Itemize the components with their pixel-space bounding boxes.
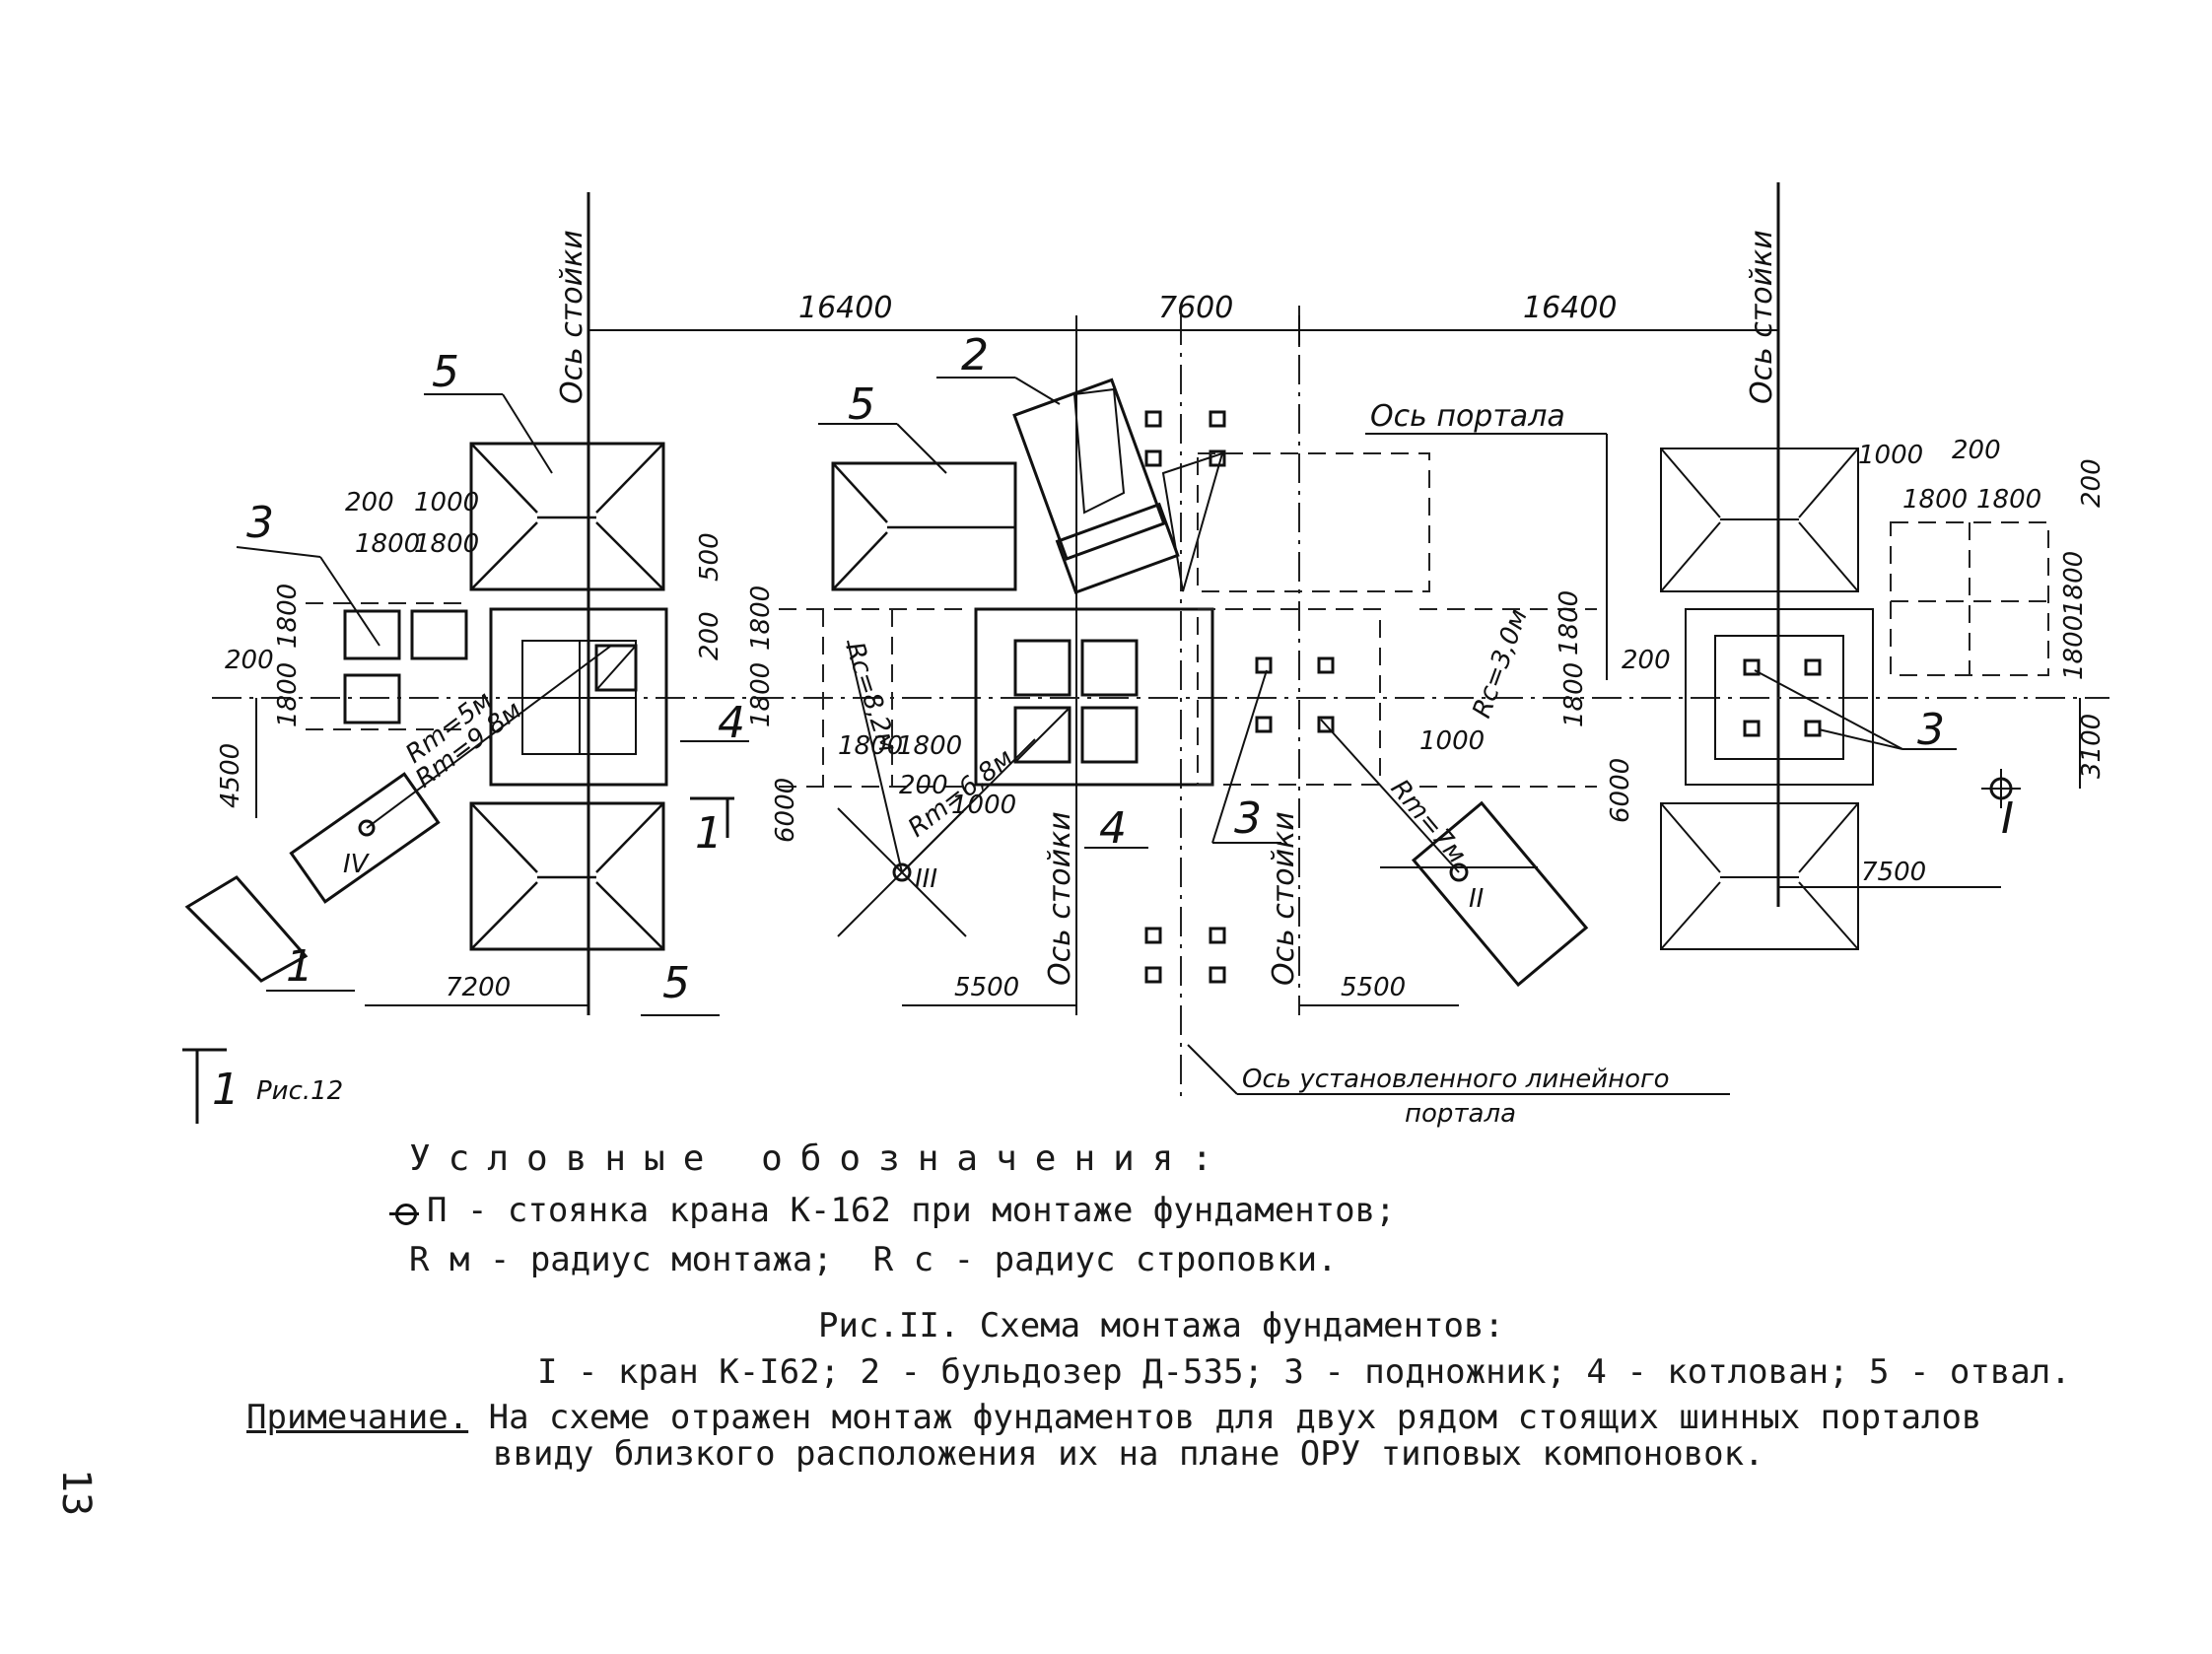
note-line2: ввиду близкого расположения их на плане … xyxy=(493,1434,1764,1474)
dim-200-b: 200 xyxy=(225,646,274,675)
bulldozer xyxy=(1012,378,1224,594)
dim-1800-l: 1800 xyxy=(1976,485,2041,515)
axis-installed-label-1: Ось установленного линейного xyxy=(1242,1065,1670,1094)
dim-1800-j: 1800 xyxy=(1559,662,1589,727)
axis-portal-label: Ось портала xyxy=(1370,399,1565,434)
legend-radius: R м - радиус монтажа; R с - радиус строп… xyxy=(409,1240,1338,1279)
dim-1800-d: 1800 xyxy=(273,662,303,727)
footings-mid-left xyxy=(779,608,971,788)
dim-200-e: 200 xyxy=(1622,646,1671,675)
spoil-bottom-left xyxy=(469,801,665,951)
axis-post-mid1-label: Ось стойки xyxy=(1043,811,1077,986)
dim-1800-n: 1800 xyxy=(2059,615,2089,680)
section-mark-top: 1 xyxy=(695,808,723,859)
pit-mid xyxy=(974,607,1214,787)
crane-II-label: II xyxy=(1469,884,1484,914)
legend-crane: П - стоянка крана К-162 при монтаже фунд… xyxy=(389,1191,1396,1230)
page-number: 13 xyxy=(53,1469,99,1517)
marker-3-mid: 3 xyxy=(1234,793,1262,844)
crane-IV-label: IV xyxy=(343,850,371,879)
figure-title: Рис.II. Схема монтажа фундаментов: xyxy=(818,1306,1504,1345)
dim-1800-k: 1800 xyxy=(1902,485,1968,515)
dim-200-c: 200 xyxy=(695,611,725,660)
dim-7600: 7600 xyxy=(1158,291,1233,325)
crane-IV xyxy=(184,645,612,983)
spoil-top-mid xyxy=(831,461,1017,591)
foundations-right xyxy=(1660,448,2049,950)
dim-5500-left: 5500 xyxy=(954,973,1019,1002)
axis-installed-label-2: портала xyxy=(1405,1099,1516,1129)
dim-6000-left: 6000 xyxy=(771,778,800,843)
marker-5-bottom: 5 xyxy=(662,958,690,1008)
dim-1800-e: 1800 xyxy=(746,586,776,651)
legend-title: Условные обозначения: xyxy=(409,1138,1231,1179)
note-line1: На схеме отражен монтаж фундаментов для … xyxy=(468,1398,1982,1437)
dim-1000-d: 1000 xyxy=(1858,441,1923,470)
figure-items: I - кран К-I62; 2 - бульдозер Д-535; 3 -… xyxy=(537,1352,2071,1392)
dim-1800-m: 1800 xyxy=(2059,551,2089,616)
dim-500: 500 xyxy=(695,532,725,582)
marker-1: 1 xyxy=(286,941,313,992)
dim-16400-right: 16400 xyxy=(1523,291,1617,325)
dim-200-a: 200 xyxy=(345,488,394,517)
dim-7500: 7500 xyxy=(1861,858,1926,887)
dim-1000-c: 1000 xyxy=(1419,726,1485,756)
pit-left xyxy=(489,607,668,787)
marker-3-left: 3 xyxy=(246,498,274,548)
dim-1800-f: 1800 xyxy=(746,662,776,727)
note-label: Примечание. xyxy=(246,1398,469,1437)
marker-5-top-left: 5 xyxy=(432,347,459,397)
radius-rc30: Rc=3,0м xyxy=(1467,605,1534,722)
dim-7200: 7200 xyxy=(446,973,511,1002)
axis-post-left-label: Ось стойки xyxy=(555,230,589,404)
marker-4-left: 4 xyxy=(718,698,745,748)
spoil-top-left xyxy=(469,442,665,591)
dim-1800-h: 1800 xyxy=(897,731,962,761)
dim-1800-a: 1800 xyxy=(355,529,420,559)
dim-1000-b: 1000 xyxy=(951,791,1016,820)
dim-200-f: 200 xyxy=(1952,436,2001,465)
dim-3100: 3100 xyxy=(2077,714,2107,779)
crane-III-label: III xyxy=(915,864,937,894)
legend-crane-text: П - стоянка крана К-162 при монтаже фунд… xyxy=(427,1191,1396,1230)
axis-post-right-label: Ось стойки xyxy=(1745,230,1779,404)
dim-5500-right: 5500 xyxy=(1341,973,1406,1002)
dim-1800-i: 1800 xyxy=(1555,590,1584,655)
dim-1800-g: 1800 xyxy=(838,731,903,761)
footing-markers-mid xyxy=(1144,410,1335,984)
axis-post-mid2-label: Ось стойки xyxy=(1267,811,1301,986)
crane-III xyxy=(837,640,1036,937)
dim-1000-a: 1000 xyxy=(414,488,479,517)
dim-16400-left: 16400 xyxy=(798,291,892,325)
dim-200-d: 200 xyxy=(899,771,948,800)
dim-200-g: 200 xyxy=(2077,458,2107,508)
marker-4-mid: 4 xyxy=(1099,803,1127,854)
marker-2: 2 xyxy=(961,330,989,380)
crane-II xyxy=(1320,719,1589,988)
section-mark-bottom: 1 xyxy=(212,1065,240,1115)
dim-4500: 4500 xyxy=(216,743,245,808)
dim-1800-b: 1800 xyxy=(414,529,479,559)
fig-ref: Рис.12 xyxy=(256,1076,343,1106)
portal-footings-dashed xyxy=(1197,452,1597,788)
note: Примечание. На схеме отражен монтаж фунд… xyxy=(246,1398,1981,1437)
dim-1800-c: 1800 xyxy=(273,584,303,649)
dim-6000-right: 6000 xyxy=(1606,758,1635,823)
crane-position-icon xyxy=(389,1198,419,1227)
crane-I xyxy=(1981,769,2021,808)
marker-5-top-mid: 5 xyxy=(848,379,875,430)
marker-3-right: 3 xyxy=(1917,705,1945,755)
crane-I-label: I xyxy=(2001,793,2014,844)
footings-left xyxy=(306,602,468,730)
